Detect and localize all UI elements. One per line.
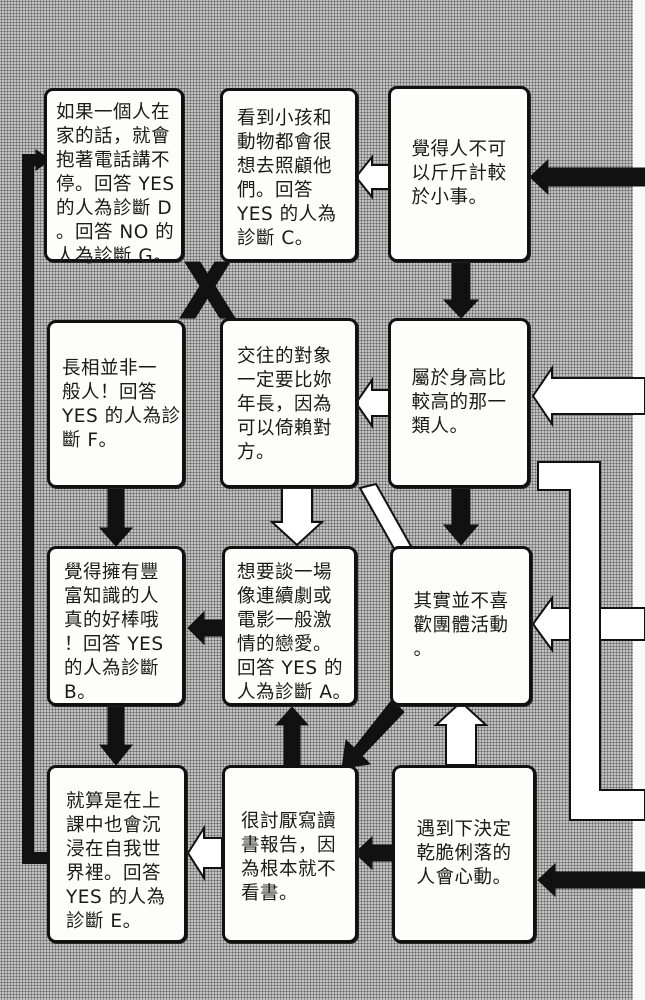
question-box-phone: 如果一個人在 家的話，就會 抱著電話講不 停。回答 YES 的人為診斷 D 。回… [44,88,184,267]
page-margin [633,0,645,1000]
yes-arrow-drama-knowledge [187,610,223,646]
yes-arrow-cross-b [179,261,231,319]
question-text: 就算是在上 課中也會沉 浸在自我世 界裡。回答 YES 的人為 診斷 E。 [66,791,166,932]
yes-arrowhead-phone [35,149,51,171]
yes-arrow-entry [529,158,645,196]
no-arrow-tall-older [354,376,393,430]
question-text: 看到小孩和 動物都會很 想去照顧他 們。回答 YES 的人為 診斷 C。 [237,108,337,249]
question-box-report: 很討厭寫讀 書報告，因 為根本就不 看書。 [222,765,358,943]
no-arrow-older-drama [269,487,325,547]
no-path-L [537,461,645,821]
question-box-looks: 長相並非一 般人！回答 YES 的人為診 斷 F。 [47,320,185,488]
question-text: 長相並非一 般人！回答 YES 的人為診 斷 F。 [62,358,181,451]
no-arrow-decisive-group [433,700,489,766]
question-text: 其實並不喜 歡團體活動 。 [413,591,509,660]
yes-line-daydream-phone [22,154,50,864]
yes-arrow-knowledge-daydream [98,704,134,766]
yes-arrow-tall-group [442,487,480,546]
yes-arrow-report-drama [274,706,310,766]
question-text: 想要談一場 像連續劇或 電影一般激 情的戀愛。 回答 YES 的 人為診斷 A。 [237,562,352,703]
question-text: 屬於身高比 較高的那一 類人。 [411,368,507,437]
question-box-tall: 屬於身高比 較高的那一 類人。 [388,318,530,488]
yes-arrow-start-tall [442,261,480,319]
question-box-start: 覺得人不可 以斤斤計較 於小事。 [388,86,530,262]
question-box-older: 交往的對象 一定要比妳 年長，因為 可以倚賴對 方。 [220,318,358,488]
yes-arrow-looks-knowledge [98,487,134,547]
question-text: 覺得人不可 以斤斤計較 於小事。 [411,139,507,208]
question-text: 很討厭寫讀 書報告，因 為根本就不 看書。 [241,811,337,904]
no-arrow-start-care [354,154,391,200]
yes-arrow-decisive-report [354,835,393,871]
question-box-group: 其實並不喜 歡團體活動 。 [390,546,532,706]
question-box-knowledge: 覺得擁有豐 富知識的人 真的好棒哦 ！回答 YES 的人為診斷 B。 [47,546,185,706]
question-box-decisive: 遇到下決定 乾脆俐落的 人會心動。 [392,765,536,943]
yes-arrow-group-report [341,699,405,769]
question-box-daydream: 就算是在上 課中也會沉 浸在自我世 界裡。回答 YES 的人為 診斷 E。 [47,765,187,943]
yes-arrow-edge-decisive [537,862,645,898]
question-box-care: 看到小孩和 動物都會很 想去照顧他 們。回答 YES 的人為 診斷 C。 [220,88,358,262]
question-box-drama: 想要談一場 像連續劇或 電影一般激 情的戀愛。 回答 YES 的 人為診斷 A。 [222,546,357,706]
question-text: 如果一個人在 家的話，就會 抱著電話講不 停。回答 YES 的人為診斷 D 。回… [56,102,175,267]
no-arrow-report-daydream [186,824,223,882]
question-text: 覺得擁有豐 富知識的人 真的好棒哦 ！回答 YES 的人為診斷 B。 [64,562,164,703]
question-text: 交往的對象 一定要比妳 年長，因為 可以倚賴對 方。 [237,346,333,463]
question-text: 遇到下決定 乾脆俐落的 人會心動。 [416,819,512,888]
no-arrow-older-group [358,482,414,554]
no-arrow-edge-tall [531,364,645,428]
